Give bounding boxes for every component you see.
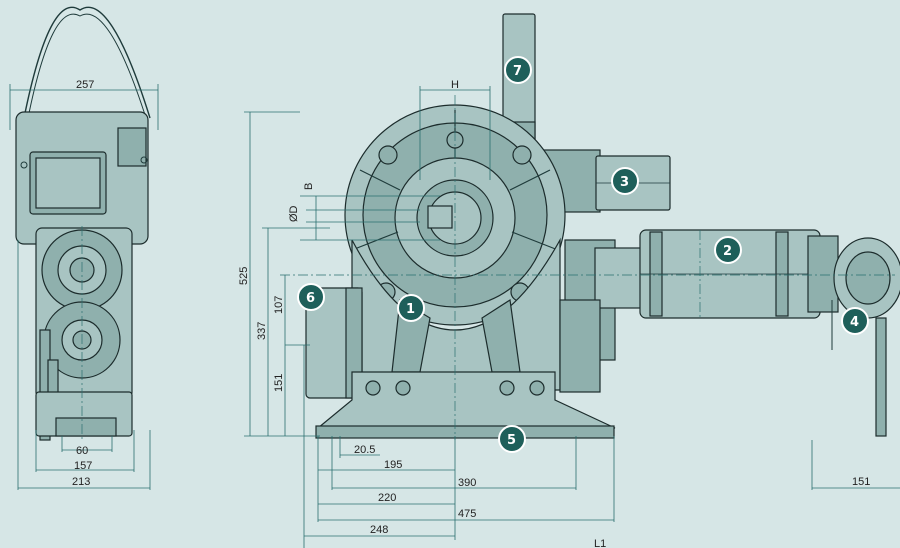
dim-107: 107 [273,296,285,314]
badge-4: 4 [841,307,869,335]
badge-5: 5 [498,425,526,453]
svg-text:6: 6 [306,291,315,306]
svg-text:5: 5 [507,433,516,448]
dim-248: 248 [370,524,388,536]
badge-6: 6 [297,283,325,311]
badge-3: 3 [611,167,639,195]
dim-157: 157 [74,460,92,472]
dim-OD: ØD [288,205,300,222]
dim-220: 220 [378,492,396,504]
dim-H: H [451,79,459,91]
svg-text:1: 1 [406,302,415,317]
svg-text:7: 7 [513,64,522,79]
dim-151-vertical: 151 [273,374,285,392]
dim-390: 390 [458,477,476,489]
side-view [9,6,159,490]
dim-151-right: 151 [852,476,870,488]
dim-L1: L1 [594,538,606,548]
dim-213: 213 [72,476,90,488]
svg-text:3: 3 [620,175,629,190]
svg-text:2: 2 [723,244,732,259]
front-view [244,13,900,548]
dim-60: 60 [76,445,88,457]
dim-475: 475 [458,508,476,520]
badge-7: 7 [504,56,532,84]
badge-1: 1 [397,294,425,322]
dim-257: 257 [76,79,94,91]
svg-text:4: 4 [850,315,859,330]
dim-20-5: 20.5 [354,444,375,456]
dim-525: 525 [238,267,250,285]
dim-195: 195 [384,459,402,471]
dim-337: 337 [256,322,268,340]
dim-B: B [303,183,315,190]
badge-2: 2 [714,236,742,264]
